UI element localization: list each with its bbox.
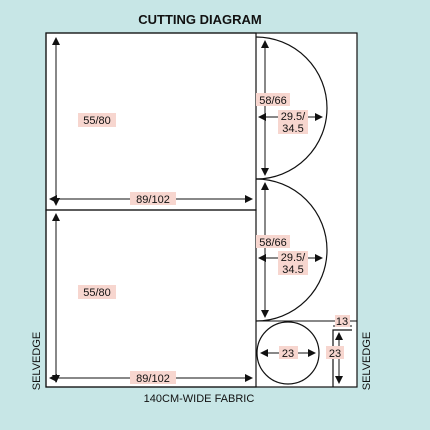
label-selvedge-left: SELVEDGE xyxy=(31,332,43,391)
label-strip-height: 23 xyxy=(329,348,341,360)
pattern-piece-semicircle-bottom xyxy=(255,178,328,322)
label-rect-bottom-width: 89/102 xyxy=(136,373,170,385)
label-rect-top-height: 55/80 xyxy=(83,115,111,127)
label-semicircle-top-radius-1: 29.5/ xyxy=(281,111,306,123)
label-semicircle-bottom-diameter: 58/66 xyxy=(259,237,287,249)
label-rect-top-width: 89/102 xyxy=(136,194,170,206)
label-strip-width: 13 xyxy=(336,316,348,328)
pattern-piece-rect-bottom xyxy=(45,209,257,388)
label-selvedge-right: SELVEDGE xyxy=(361,332,373,391)
pattern-piece-strip xyxy=(332,329,352,387)
label-semicircle-bottom-radius-1: 29.5/ xyxy=(281,252,306,264)
pattern-piece-semicircle-top xyxy=(255,36,328,180)
diagram-title: CUTTING DIAGRAM xyxy=(138,12,262,27)
label-rect-bottom-height: 55/80 xyxy=(83,287,111,299)
label-semicircle-top-radius-2: 34.5 xyxy=(282,123,303,135)
label-fabric-width: 140CM-WIDE FABRIC xyxy=(144,393,255,405)
label-semicircle-top-diameter: 58/66 xyxy=(259,95,287,107)
label-circle-diameter: 23 xyxy=(282,348,294,360)
label-semicircle-bottom-radius-2: 34.5 xyxy=(282,264,303,276)
pattern-piece-circle xyxy=(256,321,320,385)
